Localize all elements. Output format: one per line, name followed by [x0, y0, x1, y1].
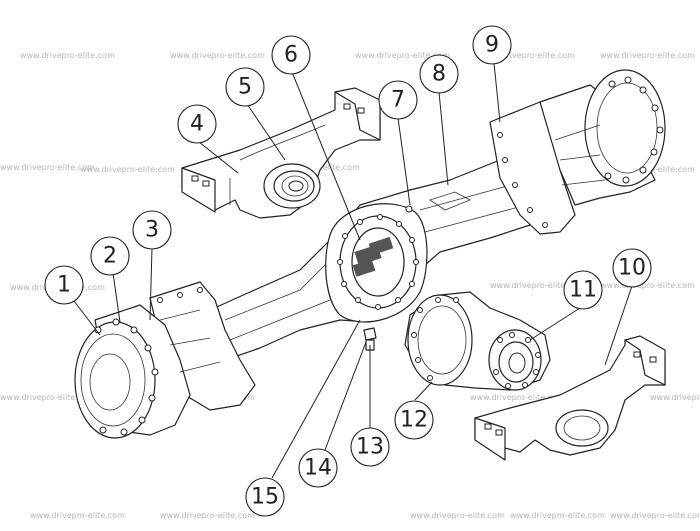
callout-number: 2	[103, 244, 117, 269]
callout-15: 15	[245, 477, 285, 517]
callout-11: 11	[563, 270, 603, 310]
watermark: www.drivepro-elite.com	[650, 393, 700, 402]
callout-12: 12	[394, 400, 434, 440]
watermark: www.drivepro-elite.com	[410, 511, 505, 520]
watermark: www.drivepro-elite.com	[30, 511, 125, 520]
watermark: www.drivepro-elite.com	[355, 51, 450, 60]
callout-number: 12	[400, 408, 428, 433]
upper-mounting-bracket	[181, 87, 381, 219]
callout-10: 10	[612, 248, 652, 288]
callout-number: 9	[485, 33, 499, 58]
callout-number: 8	[432, 62, 446, 87]
callout-9: 9	[472, 25, 512, 65]
differential-carrier	[404, 291, 551, 391]
callout-13: 13	[350, 427, 390, 467]
callout-14: 14	[298, 448, 338, 488]
watermark: www.drivepro-elite.com	[20, 51, 115, 60]
callout-6: 6	[271, 35, 311, 75]
callout-number: 6	[284, 43, 298, 68]
watermark: www.drivepro-elite.com	[0, 163, 95, 172]
left-wheel-hub	[74, 281, 256, 439]
watermark: www.drivepro-elite.com	[160, 511, 255, 520]
watermark: www.drivepro-elite.com	[610, 511, 700, 520]
callout-number: 13	[356, 435, 384, 460]
axle-housing	[209, 154, 556, 361]
right-wheel-hub	[489, 69, 666, 235]
watermark: www.drivepro-elite.com	[80, 165, 175, 174]
watermark: www.drivepro-elite.com	[510, 511, 605, 520]
callout-8: 8	[419, 54, 459, 94]
callout-number: 14	[304, 456, 332, 481]
watermark: www.drivepro-elite.com	[600, 51, 695, 60]
callout-number: 1	[57, 273, 71, 298]
callout-number: 4	[190, 112, 204, 137]
watermark: www.drivepro-elite.com	[170, 51, 265, 60]
watermark: www.drivepro-elite.com	[490, 281, 585, 290]
axle-shaft-splines	[352, 236, 394, 277]
callout-number: 11	[569, 278, 597, 303]
watermark: www.drivepro-elite.com	[480, 51, 575, 60]
callout-5: 5	[225, 67, 265, 107]
watermark: www.drivepro-elite.com	[470, 393, 565, 402]
callout-4: 4	[177, 104, 217, 144]
callout-7: 7	[378, 80, 418, 120]
callout-number: 3	[145, 218, 159, 243]
callout-3: 3	[132, 210, 172, 250]
callout-number: 15	[251, 485, 279, 510]
callout-1: 1	[44, 265, 84, 305]
watermark: www.drivepro-elite.com	[600, 281, 695, 290]
watermark: www.drivepro-elite.com	[0, 393, 95, 402]
callout-number: 5	[238, 75, 252, 100]
callout-number: 10	[618, 256, 646, 281]
callout-2: 2	[90, 236, 130, 276]
lower-mounting-bracket	[474, 335, 666, 461]
callout-number: 7	[391, 88, 405, 113]
leader-lines	[73, 62, 633, 479]
